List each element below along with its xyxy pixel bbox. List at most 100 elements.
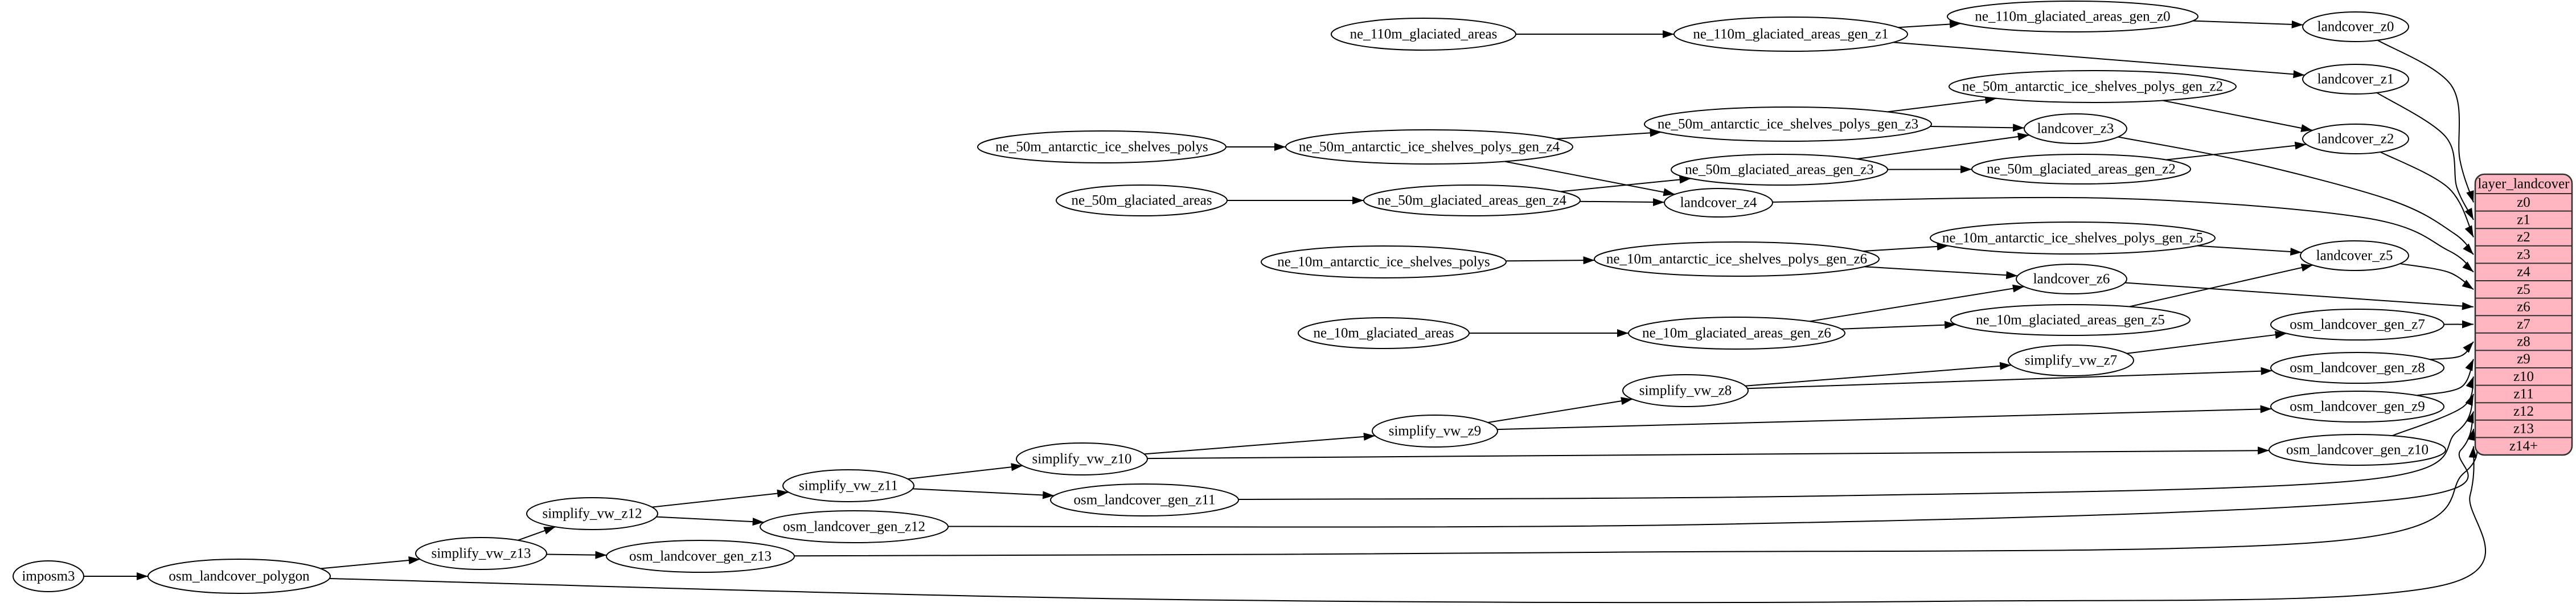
- node-simplify_vw_z10: simplify_vw_z10: [1016, 442, 1148, 475]
- node-label: ne_10m_antarctic_ice_shelves_polys_gen_z…: [1606, 252, 1867, 267]
- node-ellipse: [1016, 442, 1148, 475]
- node-label: ne_10m_antarctic_ice_shelves_polys_gen_z…: [1942, 231, 2203, 246]
- node-ellipse: [1673, 17, 1908, 52]
- node-osm_landcover_gen_z9: osm_landcover_gen_z9: [2270, 391, 2444, 423]
- node-ellipse: [1971, 154, 2191, 184]
- table-row-z1: z1: [2517, 212, 2530, 227]
- table-row-z2: z2: [2517, 229, 2530, 245]
- node-ne_110m_glaciated_areas_gen_z1: ne_110m_glaciated_areas_gen_z1: [1673, 17, 1908, 52]
- edge-osm_landcover_gen_z11-to-row-z11: [1238, 393, 2474, 501]
- edge-ne_10m_antarctic_ice_shelves_polys-to-ne_10m_antarctic_ice_shelves_polys_gen_z6: [1506, 256, 1595, 265]
- edge-landcover_z5-to-row-z5: [2399, 263, 2474, 290]
- node-ne_50m_antarctic_ice_shelves_polys: ne_50m_antarctic_ice_shelves_polys: [977, 130, 1227, 163]
- edge-ne_50m_antarctic_ice_shelves_polys_gen_z3-to-ne_50m_antarctic_ice_shelves_polys_gen_z2: [1887, 96, 1997, 113]
- node-osm_landcover_gen_z10: osm_landcover_gen_z10: [2269, 434, 2446, 466]
- node-label: ne_110m_glaciated_areas_gen_z1: [1693, 27, 1888, 42]
- node-label: osm_landcover_polygon: [169, 569, 310, 584]
- edge-simplify_vw_z13-to-osm_landcover_gen_z13: [546, 551, 607, 559]
- node-ellipse: [1622, 374, 1749, 407]
- edge-ne_50m_glaciated_areas_gen_z3-to-landcover_z3: [1856, 133, 2029, 160]
- edge-landcover_z3-to-row-z3: [2118, 136, 2474, 255]
- node-label: ne_50m_glaciated_areas_gen_z2: [1987, 162, 2176, 177]
- node-label: ne_50m_glaciated_areas_gen_z3: [1685, 162, 1874, 178]
- table-row-z12: z12: [2513, 404, 2534, 419]
- edge-ne_10m_antarctic_ice_shelves_polys_gen_z5-to-landcover_z5: [2197, 245, 2302, 256]
- edge-landcover_z0-to-row-z0: [2377, 39, 2474, 203]
- node-ellipse: [760, 510, 949, 543]
- edge-simplify_vw_z11-to-simplify_vw_z10: [907, 463, 1023, 480]
- node-label: osm_landcover_gen_z12: [783, 519, 925, 535]
- node-label: ne_10m_antarctic_ice_shelves_polys: [1277, 255, 1490, 270]
- node-ellipse: [1594, 241, 1880, 277]
- node-ne_50m_glaciated_areas: ne_50m_glaciated_areas: [1056, 184, 1228, 216]
- table-row-z9: z9: [2517, 351, 2530, 367]
- table-row-z14+: z14+: [2509, 438, 2538, 454]
- edge-simplify_vw_z10-to-osm_landcover_gen_z10: [1147, 446, 2270, 460]
- node-osm_landcover_gen_z12: osm_landcover_gen_z12: [760, 510, 949, 543]
- node-osm_landcover_gen_z8: osm_landcover_gen_z8: [2270, 352, 2444, 384]
- node-label: osm_landcover_gen_z10: [2286, 442, 2429, 458]
- node-label: osm_landcover_gen_z7: [2290, 317, 2425, 333]
- node-label: simplify_vw_z9: [1389, 424, 1482, 439]
- edge-simplify_vw_z11-to-osm_landcover_gen_z11: [912, 488, 1055, 499]
- node-label: ne_50m_antarctic_ice_shelves_polys_gen_z…: [1658, 117, 1918, 132]
- node-ellipse: [1050, 483, 1239, 516]
- edge-ne_10m_antarctic_ice_shelves_polys_gen_z6-to-landcover_z6: [1864, 266, 2018, 280]
- edge-simplify_vw_z9-to-osm_landcover_gen_z9: [1497, 405, 2272, 430]
- edge-osm_landcover_gen_z8-to-row-z8: [2430, 341, 2474, 360]
- node-label: imposm3: [22, 569, 75, 584]
- node-ellipse: [1947, 1, 2198, 32]
- edge-ne_110m_glaciated_areas_gen_z1-to-ne_110m_glaciated_areas_gen_z0: [1898, 20, 1962, 28]
- layer-landcover-table: layer_landcoverz0z1z2z3z4z5z6z7z8z9z10z1…: [2474, 173, 2573, 456]
- node-ne_50m_glaciated_areas_gen_z2: ne_50m_glaciated_areas_gen_z2: [1971, 154, 2191, 184]
- node-ne_10m_antarctic_ice_shelves_polys_gen_z5: ne_10m_antarctic_ice_shelves_polys_gen_z…: [1930, 222, 2216, 255]
- edge-osm_landcover_gen_z9-to-row-z9: [2417, 359, 2474, 396]
- node-simplify_vw_z12: simplify_vw_z12: [526, 497, 658, 530]
- node-ellipse: [782, 469, 914, 502]
- edge-simplify_vw_z9-to-simplify_vw_z8: [1487, 397, 1633, 423]
- nodes-layer: imposm3 osm_landcover_polygon simplify_vw_…: [13, 1, 2446, 594]
- node-ellipse: [1331, 18, 1516, 51]
- edge-ne_10m_glaciated_areas_gen_z6-to-ne_10m_glaciated_areas_gen_z5: [1841, 321, 1956, 330]
- node-label: ne_50m_antarctic_ice_shelves_polys_gen_z…: [1299, 140, 1560, 155]
- node-label: ne_50m_glaciated_areas_gen_z4: [1377, 193, 1566, 208]
- edge-simplify_vw_z8-to-osm_landcover_gen_z8: [1748, 367, 2273, 389]
- node-label: osm_landcover_gen_z13: [629, 549, 772, 564]
- node-label: landcover_z3: [2037, 121, 2114, 137]
- node-landcover_z2: landcover_z2: [2302, 124, 2409, 154]
- node-ellipse: [2008, 345, 2134, 376]
- node-label: landcover_z6: [2033, 272, 2110, 287]
- edge-ne_50m_antarctic_ice_shelves_polys_gen_z3-to-landcover_z3: [1930, 124, 2025, 132]
- edge-ne_110m_glaciated_areas_gen_z0-to-landcover_z0: [2192, 20, 2303, 28]
- table-row-z7: z7: [2517, 317, 2530, 332]
- node-label: simplify_vw_z7: [2025, 353, 2118, 368]
- node-landcover_z0: landcover_z0: [2302, 11, 2409, 42]
- node-ellipse: [1372, 415, 1498, 448]
- node-simplify_vw_z9: simplify_vw_z9: [1372, 415, 1498, 448]
- node-ne_50m_antarctic_ice_shelves_polys_gen_z3: ne_50m_antarctic_ice_shelves_polys_gen_z…: [1644, 106, 1932, 142]
- node-label: simplify_vw_z10: [1032, 452, 1132, 467]
- edge-osm_landcover_polygon-to-simplify_vw_z13: [320, 556, 420, 569]
- table-row-z3: z3: [2517, 247, 2530, 263]
- node-label: simplify_vw_z11: [799, 478, 898, 494]
- table-title: layer_landcover: [2477, 177, 2570, 192]
- node-ellipse: [2302, 64, 2409, 95]
- node-label: ne_50m_antarctic_ice_shelves_polys_gen_z…: [1962, 79, 2223, 95]
- node-landcover_z5: landcover_z5: [2300, 240, 2409, 271]
- node-landcover_z6: landcover_z6: [2016, 264, 2127, 294]
- node-label: simplify_vw_z13: [432, 546, 531, 561]
- edge-landcover_z4-to-row-z4: [1772, 196, 2474, 273]
- edge-ne_50m_antarctic_ice_shelves_polys_gen_z4-to-landcover_z4: [1504, 161, 1675, 196]
- edge-landcover_z6-to-row-z6: [2124, 282, 2474, 310]
- node-ellipse: [1644, 106, 1932, 142]
- edge-ne_50m_antarctic_ice_shelves_polys_gen_z2-to-landcover_z2: [2162, 100, 2313, 132]
- node-label: ne_110m_glaciated_areas_gen_z0: [1975, 9, 2170, 24]
- edge-simplify_vw_z8-to-simplify_vw_z7: [1745, 362, 2012, 387]
- node-label: landcover_z5: [2316, 248, 2393, 264]
- node-label: osm_landcover_gen_z9: [2290, 399, 2425, 415]
- table-row-z4: z4: [2517, 264, 2530, 280]
- node-ellipse: [415, 537, 547, 570]
- node-ne_50m_glaciated_areas_gen_z4: ne_50m_glaciated_areas_gen_z4: [1363, 184, 1581, 216]
- node-ellipse: [2302, 11, 2409, 42]
- node-label: ne_10m_glaciated_areas_gen_z5: [1976, 313, 2165, 328]
